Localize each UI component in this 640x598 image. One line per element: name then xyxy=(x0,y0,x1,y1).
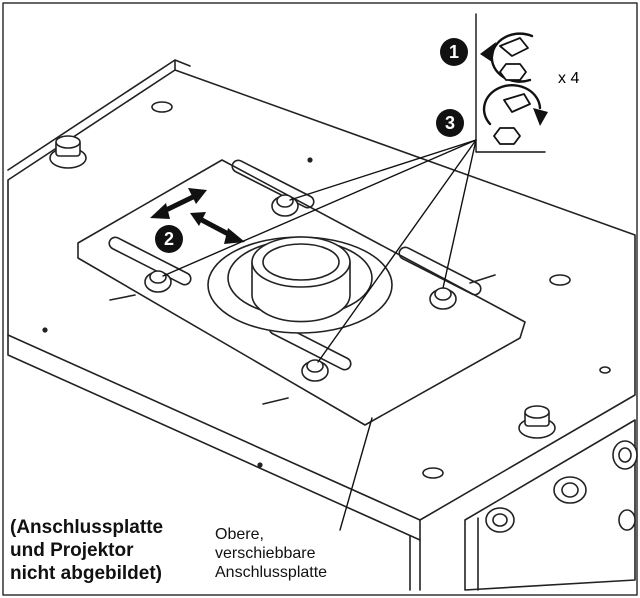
plate-nut xyxy=(429,287,457,310)
plate-nut xyxy=(144,270,172,293)
mount-collar xyxy=(207,236,393,334)
base-hole xyxy=(549,274,571,286)
not-shown-note: (Anschlussplatte und Projektor nicht abg… xyxy=(10,516,163,585)
callout-bracket xyxy=(475,13,546,153)
step-1-badge: 1 xyxy=(440,38,468,66)
plate-nut xyxy=(301,359,329,382)
multiplier-label: x 4 xyxy=(558,70,580,87)
note-line: (Anschlussplatte xyxy=(10,517,164,538)
plate-slots xyxy=(108,159,482,371)
plate-label-line: Anschlussplatte xyxy=(215,564,328,581)
arrow-head xyxy=(150,203,170,219)
base-bolt-left xyxy=(49,135,87,169)
plate-label-line: verschiebbare xyxy=(215,545,316,562)
side-bracket xyxy=(464,419,638,591)
wrench-tighten-icon xyxy=(482,84,548,145)
note-line: nicht abgebildet) xyxy=(10,563,162,584)
note-line: und Projektor xyxy=(10,540,134,561)
step-2-badge: 2 xyxy=(155,225,183,253)
wrench-loosen-icon xyxy=(480,32,534,83)
arrow-head xyxy=(188,188,207,204)
arrow-head xyxy=(190,212,206,226)
base-hole xyxy=(422,467,444,479)
leader-lines xyxy=(162,139,477,531)
arrow-head xyxy=(224,228,245,244)
base-bolt-right xyxy=(518,405,556,439)
base-hole xyxy=(599,366,611,374)
plate-label: Obere, verschiebbare Anschlussplatte xyxy=(215,525,327,582)
plate-nut xyxy=(271,194,299,217)
base-plate-edge xyxy=(7,334,421,541)
base-hole xyxy=(151,101,173,113)
step-3-badge: 3 xyxy=(436,109,464,137)
plate-label-line: Obere, xyxy=(215,526,264,543)
